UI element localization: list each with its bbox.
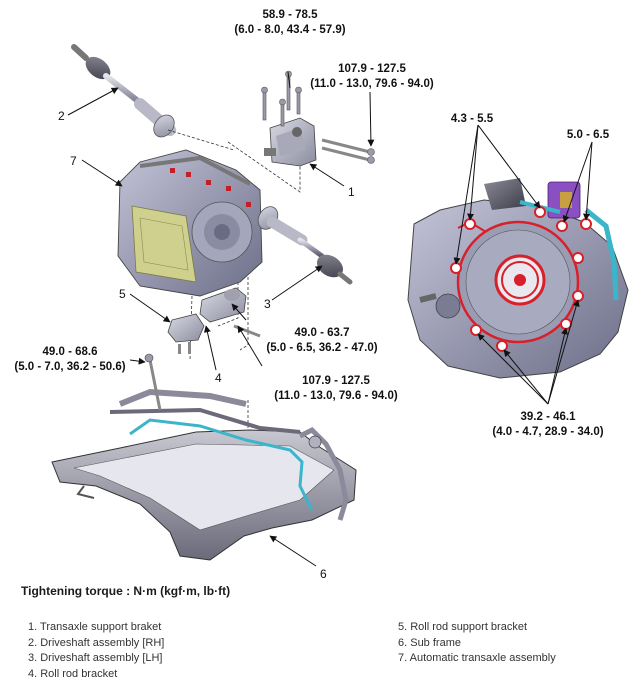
automatic-transaxle-assembly: [117, 149, 263, 297]
torque-t3-line1: 49.0 - 63.7: [295, 327, 350, 339]
torque-callouts: 58.9 - 78.5 (6.0 - 8.0, 43.4 - 57.9) 107…: [14, 9, 609, 438]
torque-t1-line2: (6.0 - 8.0, 43.4 - 57.9): [234, 24, 345, 36]
legend-item: 5. Roll rod support bracket: [398, 621, 528, 633]
sub-frame: [51, 353, 357, 561]
driveshaft-lh: [257, 206, 353, 285]
torque-t5-line1: 107.9 - 127.5: [302, 375, 370, 387]
part-number-4: 4: [215, 371, 222, 385]
part-number-1: 1: [348, 185, 355, 199]
torque-t5-line2: (11.0 - 13.0, 79.6 - 94.0): [274, 390, 398, 402]
torque-t4-line2: (5.0 - 7.0, 36.2 - 50.6): [14, 361, 125, 373]
leader-lines: [67, 71, 593, 567]
torque-t4-line1: 49.0 - 68.6: [43, 346, 98, 358]
legend-item: 2. Driveshaft assembly [RH]: [28, 636, 165, 649]
legend-item: 3. Driveshaft assembly [LH]: [28, 652, 163, 665]
parts-legend-left: 1. Transaxle support braket 2. Driveshaf…: [28, 620, 164, 682]
torque-t8-line2: (4.0 - 4.7, 28.9 - 34.0): [492, 426, 603, 438]
bracket-bolts: [261, 70, 375, 164]
legend-item: 1. Transaxle support braket: [28, 621, 162, 633]
roll-rod-bracket: [199, 287, 261, 338]
part-numbers: 1 2 3 4 5 6 7: [58, 109, 355, 580]
part-number-7: 7: [70, 154, 77, 168]
torque-unit-caption: Tightening torque : N·m (kgf·m, lb·ft): [21, 584, 231, 598]
torque-t3-line2: (5.0 - 6.5, 36.2 - 47.0): [266, 342, 377, 354]
torque-t8-line1: 39.2 - 46.1: [521, 411, 577, 423]
parts-legend-right: 5. Roll rod support bracket 6. Sub frame…: [398, 620, 556, 667]
torque-t7-line1: 5.0 - 6.5: [567, 129, 610, 141]
part-number-5: 5: [119, 287, 126, 301]
roll-rod-support-bracket: [167, 313, 205, 354]
part-number-3: 3: [264, 297, 271, 311]
torque-t1-line1: 58.9 - 78.5: [263, 9, 319, 21]
legend-item: 7. Automatic transaxle assembly: [398, 652, 556, 665]
part-number-2: 2: [58, 109, 65, 123]
torque-t6-line1: 4.3 - 5.5: [451, 113, 494, 125]
legend-item: 4. Roll rod bracket: [28, 667, 118, 680]
transaxle-support-bracket: [264, 117, 317, 167]
transaxle-rear-view: [407, 178, 629, 379]
exploded-assembly-diagram: 58.9 - 78.5 (6.0 - 8.0, 43.4 - 57.9) 107…: [14, 9, 629, 580]
driveshaft-rh: [71, 44, 176, 138]
torque-t2-line1: 107.9 - 127.5: [338, 63, 406, 75]
torque-t2-line2: (11.0 - 13.0, 79.6 - 94.0): [310, 78, 434, 90]
part-number-6: 6: [320, 567, 327, 580]
legend-item: 6. Sub frame: [398, 636, 461, 649]
